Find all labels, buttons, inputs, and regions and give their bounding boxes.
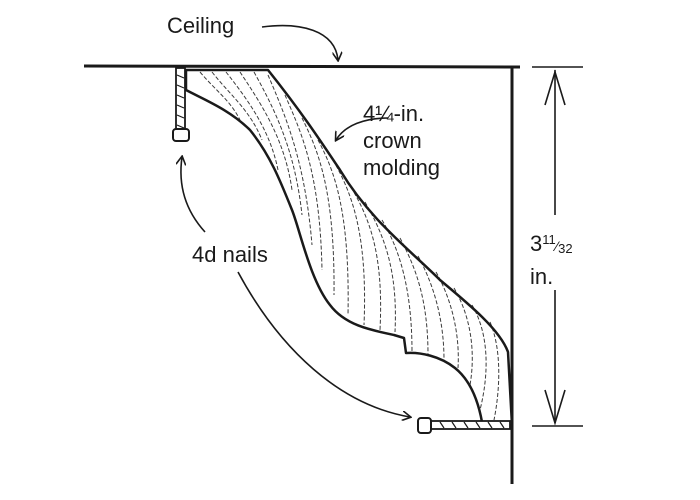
crown-molding-profile xyxy=(184,68,514,427)
bottom-nail xyxy=(417,417,511,434)
height-numerator: 11 xyxy=(542,232,556,247)
height-whole: 3 xyxy=(530,231,543,256)
nails-leader-arrow-top xyxy=(181,157,206,233)
height-value: 311⁄32 xyxy=(530,231,573,256)
crown-word-text: crown xyxy=(363,128,422,153)
height-dimension-label: 311⁄32 in. xyxy=(530,226,573,291)
crown-leader-arrow xyxy=(336,117,389,140)
nails-label: 4d nails xyxy=(192,242,268,267)
nails-leader-arrow-bottom xyxy=(237,271,410,417)
molding-word-text: molding xyxy=(363,155,441,180)
ceiling-label: Ceiling xyxy=(167,13,235,38)
ceiling-line xyxy=(83,64,521,69)
ceiling-leader-arrow xyxy=(261,24,338,60)
crown-size-text: 4¼-in. xyxy=(363,101,425,126)
height-unit: in. xyxy=(530,264,554,289)
height-dimension xyxy=(532,66,583,427)
height-denominator: 32 xyxy=(558,241,573,256)
top-nail xyxy=(172,67,190,142)
crown-molding-label: 4¼-in. crown molding xyxy=(363,100,440,181)
